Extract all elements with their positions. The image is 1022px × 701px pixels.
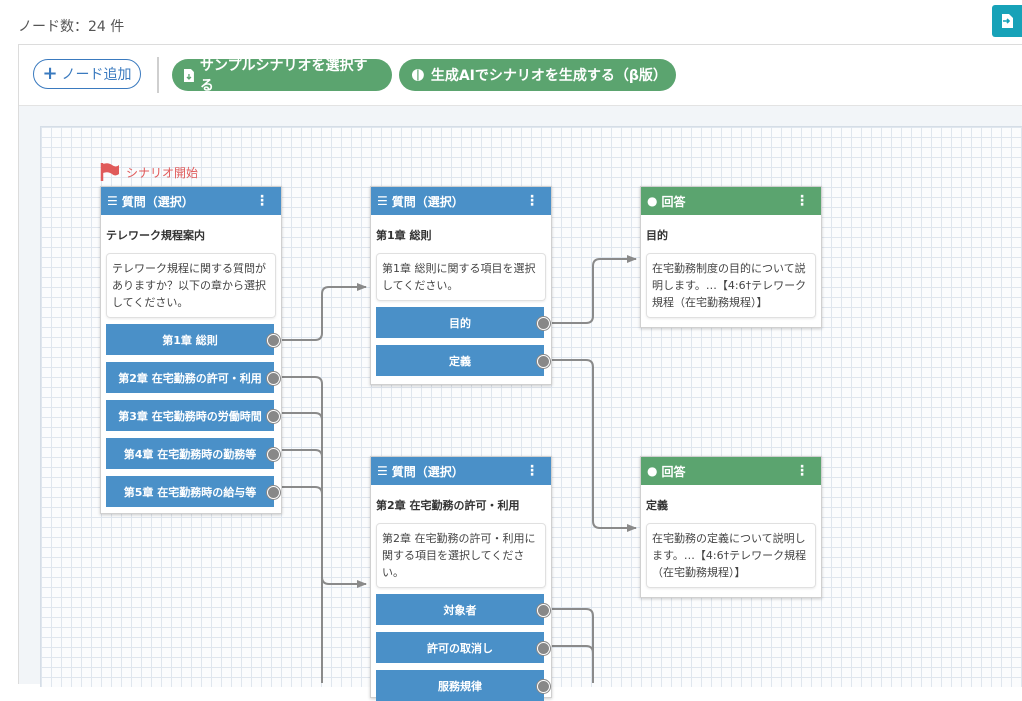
output-port[interactable] — [267, 410, 280, 423]
option-label: 第3章 在宅勤務時の労働時間 — [118, 409, 262, 423]
node-description: 第2章 在宅勤務の許可・利用に関する項目を選択してください。 — [376, 523, 546, 588]
output-port[interactable] — [537, 680, 550, 693]
node-option[interactable]: 第1章 総則 — [106, 324, 280, 355]
node-header: ● 回答 ⋮ — [641, 187, 821, 215]
ai-generate-button[interactable]: 生成AIでシナリオを生成する（β版） — [399, 59, 676, 91]
node-description: テレワーク規程に関する質問がありますか？以下の章から選択してください。 — [106, 253, 276, 318]
list-icon: ☰ — [377, 464, 388, 478]
node-type-label: 質問（選択） — [391, 464, 464, 479]
option-label: 第5章 在宅勤務時の給与等 — [123, 485, 257, 499]
plus-icon: + — [42, 63, 58, 84]
output-port[interactable] — [537, 604, 550, 617]
node-header: ☰ 質問（選択） ⋮ — [371, 457, 551, 485]
node-type-label: 回答 — [661, 194, 686, 209]
node-header: ● 回答 ⋮ — [641, 457, 821, 485]
node-menu-icon[interactable]: ⋮ — [525, 193, 539, 209]
node-option[interactable]: 定義 — [376, 345, 550, 376]
file-icon — [184, 68, 194, 82]
question-node-q1[interactable]: ☰ 質問（選択） ⋮ テレワーク規程案内 テレワーク規程に関する質問がありますか… — [100, 186, 282, 514]
export-icon — [1002, 14, 1013, 28]
list-icon: ☰ — [107, 194, 118, 208]
question-node-q3[interactable]: ☰ 質問（選択） ⋮ 第2章 在宅勤務の許可・利用 第2章 在宅勤務の許可・利用… — [370, 456, 552, 701]
node-option[interactable]: 第4章 在宅勤務時の勤務等 — [106, 438, 280, 469]
node-title: 第1章 総則 — [376, 229, 432, 242]
node-title: 定義 — [646, 499, 668, 512]
node-menu-icon[interactable]: ⋮ — [255, 193, 269, 209]
select-sample-label: サンプルシナリオを選択する — [199, 58, 368, 94]
output-port[interactable] — [267, 448, 280, 461]
node-option[interactable]: 第5章 在宅勤務時の給与等 — [106, 476, 280, 507]
toolbar-divider — [157, 57, 159, 93]
node-option[interactable]: 目的 — [376, 307, 550, 338]
output-port[interactable] — [267, 486, 280, 499]
export-button[interactable] — [992, 5, 1022, 37]
node-description: 第1章 総則に関する項目を選択してください。 — [376, 253, 546, 301]
node-title: テレワーク規程案内 — [106, 229, 205, 242]
list-icon: ☰ — [377, 194, 388, 208]
node-description: 在宅勤務制度の目的について説明します。…【4:6†テレワーク規程（在宅勤務規程）… — [646, 253, 816, 318]
output-port[interactable] — [537, 355, 550, 368]
option-label: 許可の取消し — [427, 641, 493, 655]
node-type-label: 質問（選択） — [391, 194, 464, 209]
node-title: 目的 — [646, 229, 668, 242]
answer-node-a1[interactable]: ● 回答 ⋮ 目的 在宅勤務制度の目的について説明します。…【4:6†テレワーク… — [640, 186, 822, 328]
node-menu-icon[interactable]: ⋮ — [795, 193, 809, 209]
scenario-start-marker: シナリオ開始 — [100, 162, 198, 182]
option-label: 目的 — [449, 316, 471, 330]
node-option[interactable]: 許可の取消し — [376, 632, 550, 663]
node-title: 第2章 在宅勤務の許可・利用 — [376, 499, 520, 512]
node-menu-icon[interactable]: ⋮ — [795, 463, 809, 479]
output-port[interactable] — [537, 642, 550, 655]
output-port[interactable] — [267, 334, 280, 347]
node-type-label: 回答 — [661, 464, 686, 479]
node-header: ☰ 質問（選択） ⋮ — [101, 187, 281, 215]
node-option[interactable]: 第2章 在宅勤務の許可・利用 — [106, 362, 280, 393]
node-type-label: 質問（選択） — [121, 194, 194, 209]
option-label: 定義 — [449, 354, 471, 368]
select-sample-button[interactable]: サンプルシナリオを選択する — [172, 58, 392, 94]
chat-bubble-icon: ● — [647, 194, 658, 208]
node-header: ☰ 質問（選択） ⋮ — [371, 187, 551, 215]
chat-bubble-icon: ● — [647, 464, 658, 478]
option-label: 第2章 在宅勤務の許可・利用 — [118, 371, 262, 385]
node-count-label: ノード数：24 件 — [18, 19, 125, 35]
option-label: 第4章 在宅勤務時の勤務等 — [123, 447, 257, 461]
node-description: 在宅勤務の定義について説明します。…【4:6†テレワーク規程（在宅勤務規程）】 — [646, 523, 816, 588]
add-node-label: ノード追加 — [61, 67, 132, 83]
output-port[interactable] — [267, 372, 280, 385]
option-label: 第1章 総則 — [162, 333, 218, 347]
output-port[interactable] — [537, 317, 550, 330]
brain-icon — [411, 69, 424, 81]
add-node-button[interactable]: + ノード追加 — [33, 59, 141, 89]
option-label: 服務規律 — [438, 679, 482, 693]
node-menu-icon[interactable]: ⋮ — [525, 463, 539, 479]
flag-icon — [100, 163, 119, 181]
answer-node-a2[interactable]: ● 回答 ⋮ 定義 在宅勤務の定義について説明します。…【4:6†テレワーク規程… — [640, 456, 822, 598]
question-node-q2[interactable]: ☰ 質問（選択） ⋮ 第1章 総則 第1章 総則に関する項目を選択してください。… — [370, 186, 552, 385]
node-option[interactable]: 第3章 在宅勤務時の労働時間 — [106, 400, 280, 431]
toolbar: + ノード追加 サンプルシナリオを選択する 生成AIでシナリオを生成する（β版） — [19, 45, 1022, 106]
node-option[interactable]: 服務規律 — [376, 670, 550, 701]
node-option[interactable]: 対象者 — [376, 594, 550, 625]
scenario-start-label: シナリオ開始 — [126, 165, 199, 180]
ai-generate-label: 生成AIでシナリオを生成する（β版） — [430, 68, 667, 84]
option-label: 対象者 — [443, 603, 477, 617]
